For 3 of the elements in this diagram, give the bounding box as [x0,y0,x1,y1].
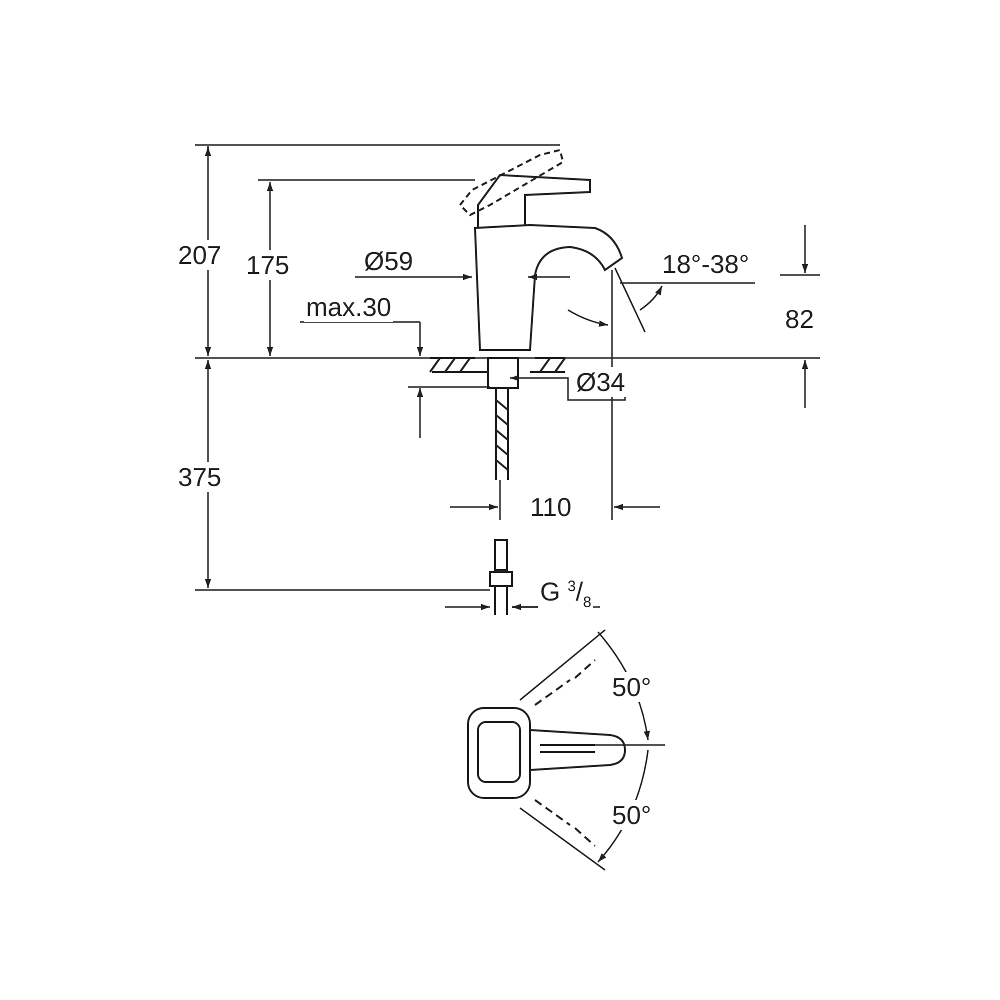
dimension-label: 375 [176,462,224,492]
dimension-label: 207 [176,240,224,270]
dimension-label: Ø34 [574,367,628,397]
